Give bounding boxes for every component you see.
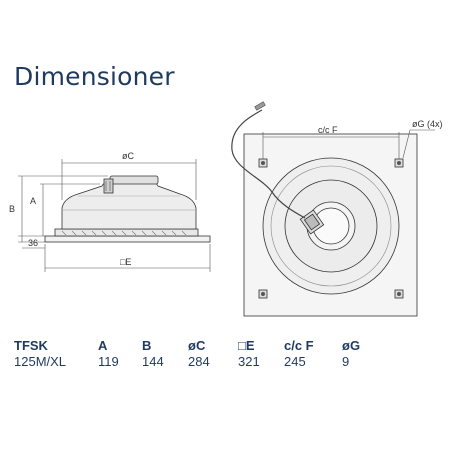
spec-value: 9: [342, 354, 350, 369]
cable-gland: [103, 178, 114, 194]
spec-header: c/c F: [284, 338, 314, 353]
spec-col-e: □E 321: [238, 338, 260, 370]
label-dia-g: øG (4x): [412, 119, 443, 129]
label-sq-e: □E: [120, 257, 131, 267]
top-dimensions: [262, 129, 435, 159]
spec-col-a: A 119: [98, 338, 119, 370]
spec-value: 245: [284, 354, 306, 369]
spec-col-c: øC 284: [188, 338, 210, 370]
spec-header: □E: [238, 338, 255, 353]
top-view: [231, 101, 418, 317]
spec-value: 284: [188, 354, 210, 369]
spec-value: 125M/XL: [14, 354, 67, 369]
spec-col-model: TFSK 125M/XL: [14, 338, 66, 370]
spec-header: øC: [188, 338, 206, 353]
label-a: A: [30, 196, 36, 206]
grille-slots: [61, 230, 187, 236]
spec-header: øG: [342, 338, 361, 353]
label-dia-c: øC: [122, 151, 134, 161]
housing-ring: [270, 165, 392, 287]
fan-housing: [61, 180, 197, 230]
spec-col-b: B 144: [142, 338, 164, 370]
spec-header: TFSK: [14, 338, 48, 353]
spec-header: A: [98, 338, 108, 353]
bottom-grille: [54, 228, 199, 237]
mounting-holes: [258, 158, 404, 299]
label-cc-f: c/c F: [318, 125, 338, 135]
spec-value: 321: [238, 354, 260, 369]
spec-header: B: [142, 338, 152, 353]
label-36: 36: [28, 238, 38, 248]
side-view: [44, 175, 211, 243]
spec-col-g: øG 9: [342, 338, 360, 370]
power-cable: [231, 109, 306, 219]
side-dimensions: [18, 159, 211, 272]
spec-col-f: c/c F 245: [284, 338, 314, 370]
base-plate: [44, 235, 211, 243]
spec-value: 144: [142, 354, 164, 369]
terminal-box: [299, 209, 325, 235]
label-b: B: [9, 204, 15, 214]
spec-table: TFSK 125M/XL A 119 B 144 øC 284 □E 321 c…: [0, 338, 460, 378]
spec-value: 119: [98, 354, 119, 369]
page-title: Dimensioner: [14, 62, 175, 91]
motor-cap: [109, 175, 159, 185]
